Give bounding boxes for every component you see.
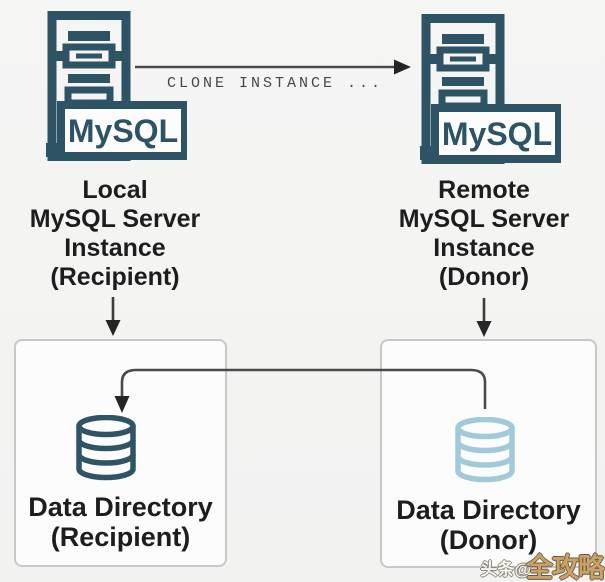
caption-line: MySQL Server: [398, 205, 570, 233]
data-directory-donor-box: Data Directory (Donor): [380, 339, 597, 568]
data-directory-recipient-label: Data Directory (Recipient): [16, 492, 225, 552]
dir-label-line: Data Directory: [396, 495, 581, 525]
database-icon-recipient: [74, 415, 138, 483]
clone-instance-label: CLONE INSTANCE ...: [166, 75, 384, 92]
dir-label-line: Data Directory: [28, 492, 213, 522]
watermark-title: 全攻略: [526, 553, 605, 582]
arrowhead-right: [394, 59, 411, 75]
data-directory-donor-label: Data Directory (Donor): [382, 495, 595, 555]
watermark: 头条@ 全攻略: [480, 553, 605, 582]
caption-line: Instance: [64, 234, 166, 262]
arrowhead-down: [105, 320, 121, 336]
data-directory-recipient-box: Data Directory (Recipient): [14, 339, 227, 567]
caption-line: Remote: [438, 176, 530, 204]
watermark-handle: 头条@: [480, 560, 531, 579]
dir-label-line: (Donor): [439, 525, 538, 555]
dir-label-line: (Recipient): [50, 522, 191, 552]
local-mysql-server-icon: MySQL: [46, 10, 187, 162]
local-server-caption: Local MySQL Server Instance (Recipient): [0, 176, 230, 292]
remote-mysql-server-icon: MySQL: [420, 13, 561, 165]
mysql-server-tower-icon: MySQL: [46, 11, 187, 161]
mysql-server-tower-icon: MySQL: [420, 14, 561, 164]
caption-line: Instance: [433, 234, 535, 262]
arrowhead-down: [476, 321, 492, 337]
mysql-logo-text: MySQL: [68, 113, 178, 149]
caption-line: (Donor): [438, 263, 530, 291]
remote-down-arrow: [476, 298, 492, 337]
database-icon-donor: [453, 417, 517, 485]
mysql-logo-text: MySQL: [442, 116, 552, 152]
remote-server-caption: Remote MySQL Server Instance (Donor): [369, 176, 599, 292]
caption-line: Local: [82, 176, 148, 204]
caption-line: (Recipient): [50, 263, 180, 291]
local-down-arrow: [105, 297, 121, 336]
caption-line: MySQL Server: [29, 205, 201, 233]
